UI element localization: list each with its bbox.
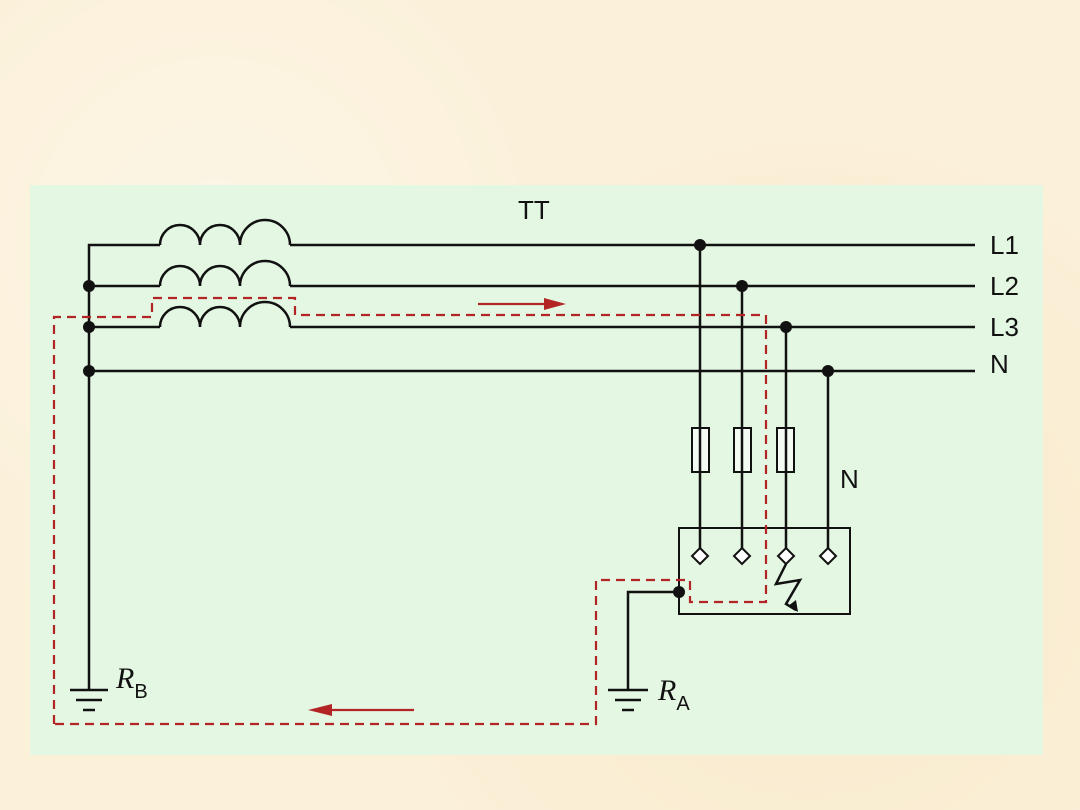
line-label-n: N [990,349,1009,379]
winding-l2 [158,259,292,287]
consumer-device-enclosure [678,527,851,615]
winding-l1 [158,218,292,246]
rb-letter: R [115,662,134,695]
earth-resistance-label-ra: RA [657,674,690,715]
diagram-panel [30,185,1043,755]
diagram-title: TT [518,195,550,225]
transformer-windings [158,218,292,328]
current-direction-arrow-left [308,704,414,716]
terminal-n [818,546,838,566]
ra-letter: R [657,674,676,707]
current-direction-arrow-right [478,298,566,310]
tap-junction-dot [694,239,706,251]
ra-subscript: A [676,693,690,715]
tap-junction-dot [736,280,748,292]
junction-dot [83,365,95,377]
neutral-star-conductor [87,243,160,690]
fault-current-path-top [52,296,768,726]
terminal-l1 [690,546,710,566]
junction-dot [83,280,95,292]
rb-subscript: B [134,681,147,703]
terminal-l2 [732,546,752,566]
tap-junction-dot [822,365,834,377]
device-earth-junction-dot [673,586,685,598]
line-label-l1: L1 [990,230,1019,260]
fault-arrow-head [788,600,798,612]
line-label-l3: L3 [990,312,1019,342]
device-neutral-label: N [840,464,859,494]
line-label-l2: L2 [990,271,1019,301]
earth-symbol-ra [608,688,648,712]
device-earth-conductor [626,590,679,690]
winding-l3 [158,300,292,328]
earth-resistance-label-rb: RB [115,662,148,703]
earth-symbol-rb [70,688,108,712]
tap-junction-dot [780,321,792,333]
junction-dot [83,321,95,333]
